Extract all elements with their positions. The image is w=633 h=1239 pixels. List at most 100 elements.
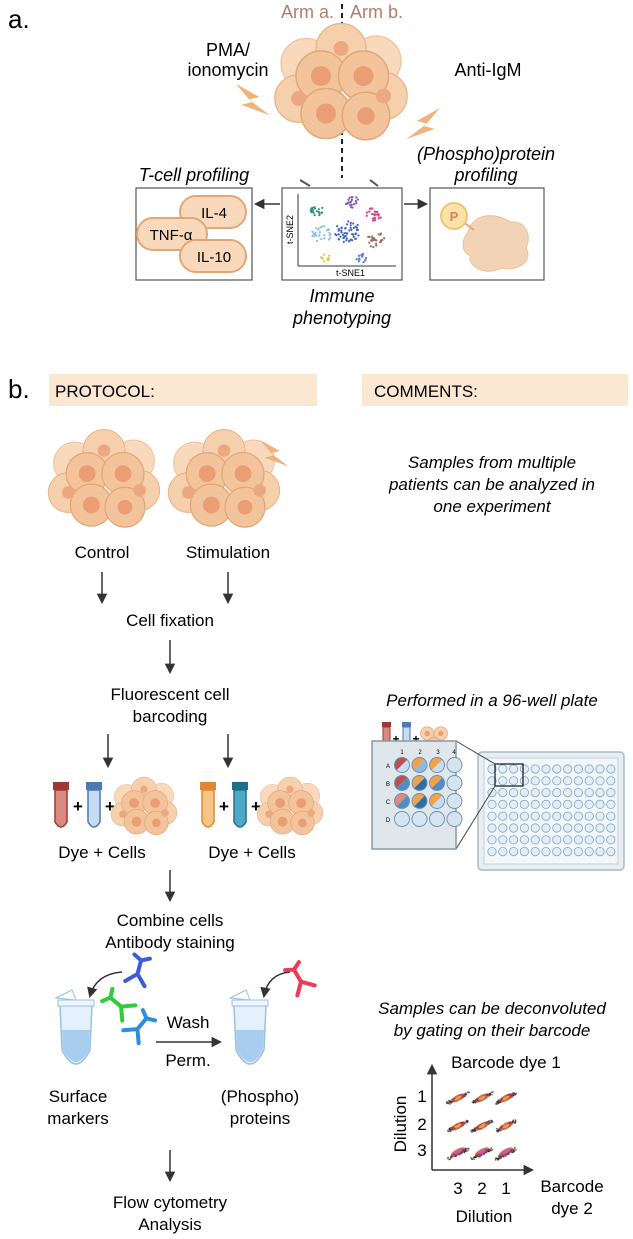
tsne-dot — [369, 245, 373, 248]
tsne-dot — [371, 235, 374, 238]
plate-well — [584, 787, 594, 798]
tsne-dot — [364, 258, 367, 262]
tsne-dot — [374, 242, 378, 245]
plate-well — [552, 776, 562, 786]
plate-well — [595, 811, 605, 821]
tsne-dot — [318, 231, 322, 234]
tsne-dot — [327, 228, 330, 231]
plate-well — [573, 835, 584, 845]
tsne-dot — [323, 260, 326, 263]
plate-well — [573, 787, 584, 798]
tsne-dot — [371, 217, 375, 220]
plate-well — [519, 764, 530, 774]
plate-well — [584, 835, 594, 845]
plus-sign: + — [73, 797, 83, 816]
inset-well — [429, 775, 445, 791]
tsne-dot — [320, 256, 323, 259]
tsne-dot — [315, 210, 318, 213]
tsne-dot — [341, 233, 345, 237]
cell-cluster-stimulated — [167, 428, 281, 528]
tsne-dot — [323, 224, 326, 228]
tsne-dot — [315, 234, 318, 238]
arm-b-label: Arm b. — [350, 2, 403, 22]
arm-a-label: Arm a. — [281, 2, 334, 22]
tsne-dot — [375, 244, 378, 247]
plate-well — [487, 811, 497, 821]
plate-well — [541, 799, 551, 810]
barcode-dye2-label-2: dye 2 — [551, 1199, 593, 1218]
plate-well — [552, 835, 562, 845]
plate-well — [530, 799, 540, 810]
cell-cluster-top — [274, 22, 408, 141]
tsne-dot — [367, 235, 370, 238]
plate-well — [595, 846, 605, 857]
pma-label-1: PMA/ — [206, 40, 250, 60]
comment-1-line-1: Samples from multiple — [408, 453, 576, 472]
tsne-dot — [377, 233, 380, 236]
tsne-dot — [323, 234, 326, 237]
gating-populations — [445, 1091, 518, 1161]
tsne-dot — [351, 233, 354, 236]
tsne-dot — [358, 258, 361, 261]
comment-3-line-2: by gating on their barcode — [394, 1021, 591, 1040]
tsne-dot — [347, 198, 350, 201]
inset-well — [411, 775, 428, 791]
plus-sign: + — [412, 732, 419, 746]
plate-well — [541, 835, 551, 845]
immune-label-2: phenotyping — [292, 308, 391, 328]
tsne-dot — [348, 239, 351, 242]
inset-well — [394, 793, 410, 809]
tcell-title: T-cell profiling — [139, 165, 249, 185]
tsne-dot — [355, 258, 358, 261]
perm-label: Perm. — [165, 1051, 210, 1070]
dil-y-tick: 2 — [417, 1115, 426, 1134]
plate-well — [552, 823, 562, 833]
inset-well — [411, 811, 428, 827]
plate-well — [562, 835, 573, 845]
flow-label-2: Analysis — [138, 1215, 201, 1234]
cytokine-label: IL-10 — [197, 249, 231, 266]
plate-row: D — [386, 818, 391, 824]
panel-b-label: b. — [8, 374, 30, 404]
antibody-blue — [121, 1008, 158, 1046]
cytokine-pill — [179, 239, 247, 273]
plate-well — [584, 799, 594, 810]
dye-tube-orange — [200, 782, 216, 828]
zoom-inset — [371, 740, 457, 850]
plate-well — [519, 835, 530, 845]
gated-population — [469, 1119, 494, 1133]
plate-well — [595, 823, 605, 833]
tsne-clusters — [309, 196, 386, 264]
gated-population — [470, 1147, 494, 1161]
plate-well — [573, 811, 584, 821]
plate-well — [562, 799, 573, 810]
tsne-dot — [327, 238, 331, 241]
tsne-dot — [365, 211, 369, 214]
plate-well — [530, 776, 540, 786]
plate-well — [606, 776, 616, 786]
plate-well — [487, 776, 497, 786]
tsne-dot — [349, 221, 352, 225]
plus-sign: + — [392, 732, 399, 746]
panel-a-label: a. — [8, 4, 30, 34]
tsne-dot — [314, 227, 318, 230]
tsne-dot — [371, 212, 374, 216]
plate-well — [519, 846, 530, 857]
antibody-green — [100, 986, 138, 1023]
plate-well — [595, 776, 605, 786]
comment-2: Performed in a 96-well plate — [386, 691, 598, 710]
control-label: Control — [75, 543, 130, 562]
tsne-dot — [350, 196, 354, 199]
tsne-dot — [361, 252, 365, 255]
plus-sign: + — [219, 797, 229, 816]
tsne-dot — [353, 203, 356, 206]
plate-well — [606, 799, 616, 810]
tsne-box — [281, 187, 403, 281]
plus-sign: + — [251, 797, 261, 816]
plate-well — [487, 846, 497, 857]
tsne-dot — [383, 237, 386, 240]
plate-well — [573, 799, 584, 810]
tsne-dot — [343, 232, 346, 235]
tsne-dot — [328, 234, 331, 237]
tsne-dot — [340, 229, 343, 232]
